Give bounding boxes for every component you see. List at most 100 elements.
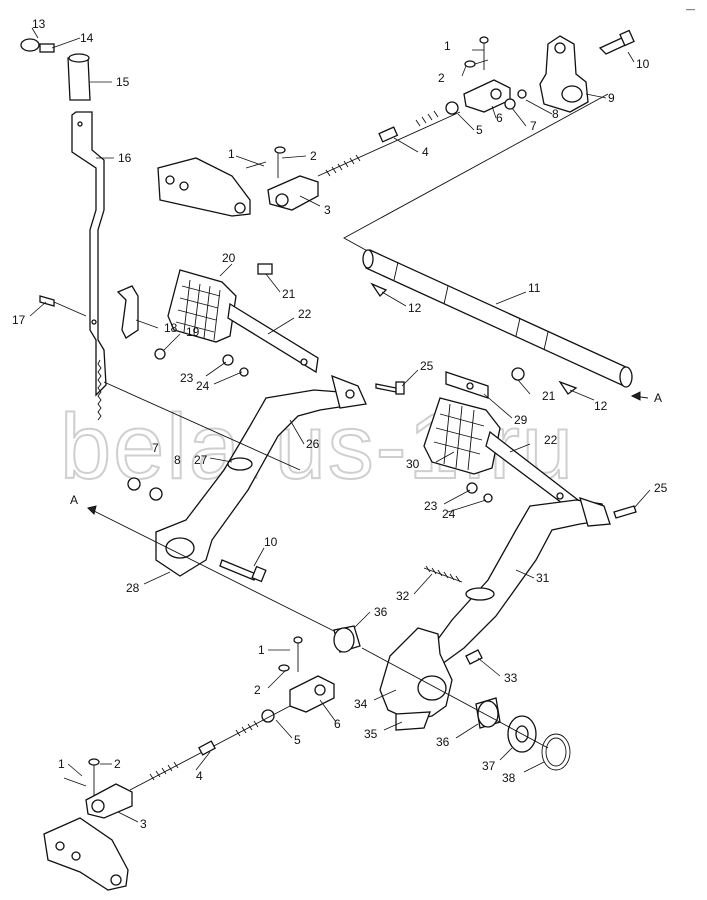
pin-8-upper	[517, 89, 527, 99]
spring-32-axis	[423, 567, 463, 583]
bolt-25-left	[375, 381, 405, 395]
callout-7-upper: 7	[530, 119, 537, 133]
washer-7-upper	[504, 98, 516, 110]
bolt-17	[39, 295, 87, 317]
callout-25-right: 25	[654, 481, 668, 495]
callout-8-left: 8	[174, 453, 181, 467]
bolt-33	[465, 649, 483, 665]
callout-17: 17	[12, 313, 26, 327]
callout-38: 38	[502, 771, 516, 785]
guide-line-hub	[361, 647, 549, 749]
callout-2-lower-right: 2	[254, 683, 261, 697]
callout-10-upper: 10	[636, 57, 650, 71]
nut-5-upper	[445, 101, 459, 115]
nut-7-left	[127, 477, 141, 491]
pedal-left	[167, 263, 319, 374]
callout-24-left: 24	[196, 379, 210, 393]
washer-24-left	[239, 367, 249, 377]
callout-25-left: 25	[420, 359, 434, 373]
callout-5-lower: 5	[294, 733, 301, 747]
pedal-arm-right	[429, 496, 611, 665]
pedal-arm-left	[155, 374, 367, 577]
callout-12-left: 12	[408, 301, 422, 315]
callout-22-left: 22	[298, 307, 312, 321]
callout-14: 14	[80, 31, 94, 45]
rod-4-lower	[129, 705, 291, 791]
arrow-A-lower	[87, 505, 97, 515]
bolt-10-lower	[219, 559, 267, 583]
callout-20: 20	[222, 251, 236, 265]
callout-34: 34	[354, 697, 368, 711]
callout-1-lower-right: 1	[258, 643, 265, 657]
lever-3-upper	[157, 146, 319, 217]
callout-6-upper: 6	[496, 111, 503, 125]
callout-11: 11	[528, 281, 541, 295]
callout-labels: 13 14 15 16 17 18 19 20 21 22 23 24 25 2…	[12, 17, 668, 831]
lever-9	[539, 35, 589, 113]
rod-4-upper	[317, 110, 461, 177]
callout-3-upper: 3	[324, 203, 331, 217]
callout-1-upper-left: 1	[228, 147, 235, 161]
callout-19: 19	[186, 325, 200, 339]
callout-21-right: 21	[542, 389, 556, 403]
callout-23-right: 23	[424, 499, 438, 513]
nut-23-right	[466, 482, 478, 494]
washer-24-right	[483, 493, 493, 503]
lever-3-lower	[43, 758, 133, 891]
callout-3-lower: 3	[140, 817, 147, 831]
callout-36-lower: 36	[436, 735, 450, 749]
washer-8-left	[149, 487, 163, 501]
arrow-label-A-right: A	[654, 391, 662, 405]
callout-12-right: 12	[594, 399, 608, 413]
callout-2-lower-left: 2	[114, 757, 121, 771]
bolt-25-right	[613, 505, 637, 519]
callout-30: 30	[406, 457, 420, 471]
callout-4-lower: 4	[196, 769, 203, 783]
snap-ring-38	[541, 733, 571, 771]
callout-7-left: 7	[152, 441, 159, 455]
callout-22-right: 22	[544, 433, 558, 447]
bolt-10-upper	[598, 29, 635, 55]
callout-10-lower: 10	[264, 535, 278, 549]
callout-28: 28	[126, 581, 140, 595]
clevis-6-upper	[463, 36, 511, 113]
callout-32: 32	[396, 589, 410, 603]
bushing-36-upper	[333, 625, 361, 653]
bracket-18	[116, 285, 166, 360]
bushing-36-lower	[475, 697, 501, 729]
shaft-11	[362, 249, 649, 401]
callout-31: 31	[536, 571, 550, 585]
callout-24-right: 24	[442, 507, 456, 521]
hub-34	[379, 627, 453, 731]
callout-36-upper: 36	[374, 605, 388, 619]
callout-1-lower-left: 1	[58, 757, 65, 771]
callout-8-upper: 8	[552, 107, 559, 121]
callout-5-upper: 5	[476, 123, 483, 137]
callout-15: 15	[116, 75, 130, 89]
guide-line-A-lower	[91, 509, 341, 635]
arrow-label-A-left: A	[70, 493, 78, 507]
callout-33: 33	[504, 671, 518, 685]
callout-6-lower: 6	[334, 717, 341, 731]
clevis-6-lower	[278, 636, 335, 713]
callout-37: 37	[482, 759, 496, 773]
callout-2-upper-left: 2	[310, 149, 317, 163]
callout-23-left: 23	[180, 371, 194, 385]
callout-35: 35	[364, 727, 378, 741]
leader-lines	[29, 27, 651, 823]
pedal-right	[423, 367, 579, 514]
callout-16: 16	[118, 151, 132, 165]
callout-1-upper-right: 1	[444, 39, 451, 53]
callout-21-left: 21	[282, 287, 296, 301]
callout-27: 27	[194, 453, 208, 467]
callout-4-upper: 4	[422, 145, 429, 159]
callout-26: 26	[306, 437, 320, 451]
guide-line-rod	[103, 381, 301, 471]
corner-mark: —	[686, 4, 695, 14]
callout-2-upper-right: 2	[438, 71, 445, 85]
callout-9: 9	[608, 91, 615, 105]
hand-lever-assembly	[20, 38, 107, 421]
callout-13: 13	[32, 17, 46, 31]
